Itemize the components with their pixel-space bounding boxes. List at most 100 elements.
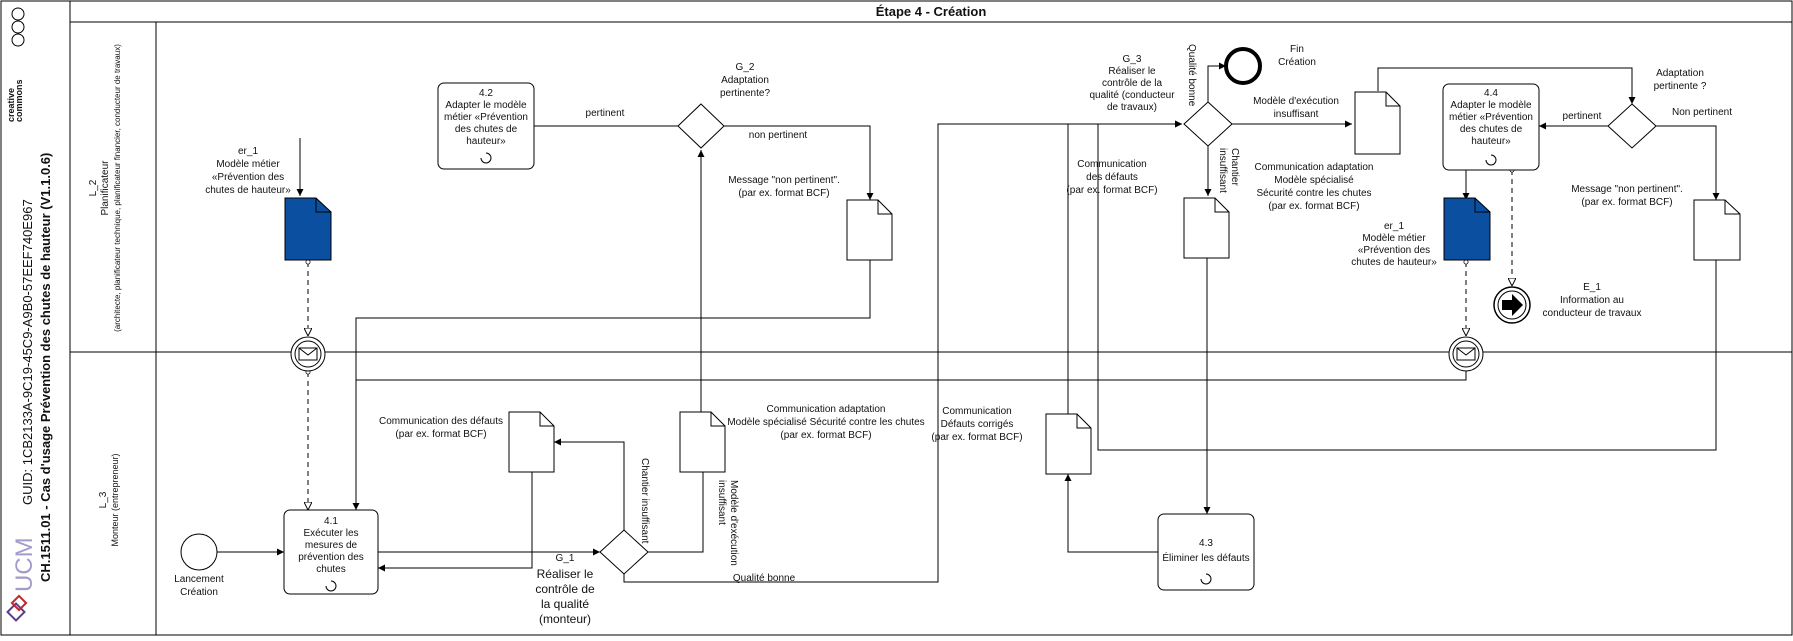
gateway-g2-diamond [677, 103, 725, 149]
er1-left-fold [315, 198, 331, 213]
task-4-4-id: 4.4 [1484, 88, 1498, 99]
message-end-event-e1: E_1 Information au conducteur de travaux [1493, 282, 1641, 324]
label-chantier-insuffisant-l2-2: insuffisant [1217, 148, 1228, 193]
lane-l3-id: L_3 [98, 491, 109, 508]
gateway-g1-line-4: (monteur) [539, 612, 591, 626]
gateway-g1-line-3: la qualité [541, 597, 589, 611]
flow-comm-def-to-4-1 [378, 472, 533, 572]
label-modele-execution-l3-2: insuffisant [716, 480, 727, 525]
er1-right-line-1: Modèle métier [1362, 233, 1426, 244]
data-object-comm-adapt-l3: Communication adaptation Modèle spéciali… [679, 404, 925, 473]
er1-left-id: er_1 [238, 146, 258, 157]
er1-left-line-2: «Prévention des [212, 172, 284, 183]
msg-np-left-doc [846, 199, 893, 261]
comm-adapt-l2-doc [1354, 91, 1401, 155]
flow-g2-non-pertinent [724, 125, 874, 200]
msg-np-right-line-2: (par ex. format BCF) [1581, 197, 1672, 208]
task-4-3-id: 4.3 [1199, 538, 1213, 549]
label-pertinent-left: pertinent [586, 108, 625, 119]
e1-label-1: Information au [1560, 295, 1624, 306]
diagram-title: CH.1511.01 - Cas d'usage Prévention des … [38, 153, 53, 582]
gateway-g2: G_2 Adaptation pertinente? [677, 62, 770, 149]
comm-adapt-l2-fold [1385, 92, 1400, 107]
label-non-pertinent-right: Non pertinent [1672, 107, 1732, 118]
mail-right-envelope-flap [1456, 347, 1476, 356]
msg-np-right-line-1: Message "non pertinent". [1571, 184, 1683, 195]
flow-g1-modele-insuffisant [648, 437, 704, 553]
gateway-g1-id: G_1 [556, 553, 575, 564]
task-4-2: 4.2 Adapter le modèle métier «Prévention… [437, 82, 535, 170]
cc-by-icon [11, 20, 25, 34]
e1-arrow-icon [1502, 294, 1523, 316]
label-modele-execution-l2-2: insuffisant [1274, 109, 1319, 120]
comm-corr-line-1: Communication [942, 406, 1011, 417]
comm-adapt-l3-line-1: Communication adaptation [767, 404, 886, 415]
gateway-g1-diamond [599, 529, 649, 575]
comm-def-l3-fold [539, 412, 554, 427]
data-object-comm-corr: Communication Défauts corrigés (par ex. … [931, 406, 1092, 475]
flow-to-g4 [1377, 67, 1636, 104]
comm-adapt-l2-line-4: (par ex. format BCF) [1268, 201, 1359, 212]
er1-right-doc [1443, 197, 1491, 261]
task-4-1: 4.1 Exécuter les mesures de prévention d… [283, 509, 379, 595]
mail-left-envelope-flap [298, 347, 318, 356]
gateway-g3-line-1: Réaliser le [1108, 66, 1156, 77]
flow-mail-right-to-4-1 [355, 368, 1467, 510]
comm-adapt-l3-line-2: Modèle spécialisé Sécurité contre les ch… [727, 417, 924, 428]
task-4-3-line-1: Éliminer les défauts [1162, 551, 1249, 564]
task-4-2-loop-icon [480, 152, 492, 164]
task-4-1-id: 4.1 [324, 516, 338, 527]
msg-np-left-fold [877, 200, 892, 215]
msg-np-right-doc [1693, 199, 1741, 261]
gateway-g1-line-2: contrôle de [535, 582, 595, 596]
comm-def-l3-line-2: (par ex. format BCF) [395, 429, 486, 440]
comm-adapt-l2-line-2: Modèle spécialisé [1274, 175, 1354, 186]
intermediate-message-event-right [1448, 336, 1484, 372]
comm-adapt-l3-doc [679, 411, 726, 473]
task-4-2-line-1: Adapter le modèle [445, 100, 527, 111]
task-4-4-line-1: Adapter le modèle [1450, 100, 1532, 111]
er1-right-id: er_1 [1384, 221, 1404, 232]
gateway-g4-line-1: Adaptation [1656, 68, 1704, 79]
cc-nc-icon [11, 7, 25, 21]
task-4-3-box [1157, 513, 1255, 591]
flow-to-g2 [697, 150, 705, 437]
gateway-g2-id: G_2 [736, 62, 755, 73]
start-event-label-2: Création [180, 587, 218, 598]
lane-l2-role: Planificateur [100, 160, 111, 216]
flow-g3-to-end [1207, 62, 1226, 104]
gateway-g3-id: G_3 [1123, 54, 1142, 65]
flow-g4-non-pertinent [1656, 125, 1720, 200]
gateway-g3-line-4: de travaux) [1107, 102, 1157, 113]
comm-corr-fold [1076, 414, 1091, 429]
msg-np-right-fold [1724, 200, 1740, 215]
label-non-pertinent-left: non pertinent [749, 130, 808, 141]
task-4-4-line-4: hauteur» [1471, 136, 1511, 147]
flow-msg-np-to-4-1 [352, 258, 871, 510]
label-modele-execution-l3-1: Modèle d'exécution [728, 480, 739, 566]
gateway-g3: G_3 Réaliser le contrôle de la qualité (… [1089, 54, 1233, 147]
start-event-circle [180, 533, 218, 571]
comm-def-l2-line-3: (par ex. format BCF) [1066, 185, 1157, 196]
task-4-4-loop-icon [1485, 154, 1497, 166]
task-4-1-line-2: mesures de [305, 540, 358, 551]
label-chantier-insuffisant-l2-1: Chantier [1229, 148, 1240, 186]
comm-adapt-l3-fold [710, 412, 725, 427]
er1-left-line-1: Modèle métier [216, 159, 280, 170]
label-qualite-bonne-l3: Qualité bonne [733, 573, 796, 584]
task-4-3-loop-icon [1200, 573, 1212, 585]
start-event-label-1: Lancement [174, 574, 224, 585]
creative-commons-logo: creative commons [6, 7, 25, 122]
task-4-2-line-2: métier «Prévention [444, 112, 528, 123]
end-event-label-2: Création [1278, 57, 1316, 68]
lane-l2-id: L_2 [88, 179, 99, 196]
task-4-2-line-4: hauteur» [466, 136, 506, 147]
gateway-g1-line-1: Réaliser le [537, 567, 594, 581]
end-event-circle [1224, 47, 1262, 85]
task-4-1-loop-icon [325, 580, 337, 592]
label-modele-execution-l2-1: Modèle d'exécution [1253, 96, 1339, 107]
lane-l3-role: Monteur (entrepreneur) [110, 453, 120, 546]
task-4-2-box [437, 82, 535, 170]
label-pertinent-right: pertinent [1563, 111, 1602, 122]
